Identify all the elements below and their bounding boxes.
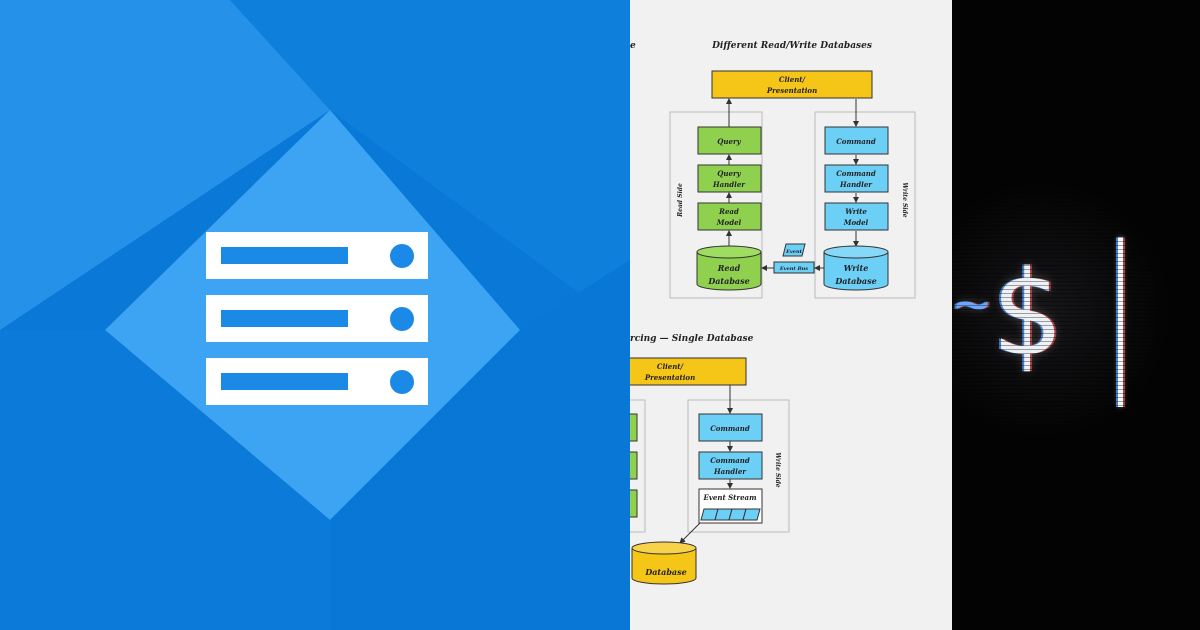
query-handler-line2: Handler xyxy=(712,180,746,189)
command-handler-box xyxy=(824,164,889,193)
server-stack-icon xyxy=(206,232,428,406)
server-unit-bar xyxy=(221,247,348,264)
write-side-container xyxy=(814,111,916,299)
write-side-container-bottom xyxy=(687,399,790,533)
cqrs-diagram-panel: e Different Read/Write Databases Client/… xyxy=(630,0,952,630)
command-handler-line2: Handler xyxy=(839,180,873,189)
event-bus-label: Event Bus xyxy=(779,266,808,272)
write-model-line2: Model xyxy=(843,218,869,227)
database-bottom-label: Database xyxy=(644,567,686,577)
event-stream-label: Event Stream xyxy=(703,493,757,502)
command-handler-box-bottom xyxy=(698,451,763,480)
read-box-partial xyxy=(630,413,638,442)
client-bottom-line1: Client/ xyxy=(657,362,685,371)
read-model-line1: Read xyxy=(718,207,739,216)
read-db-line1: Read xyxy=(717,263,741,273)
client-label-line1: Client/ xyxy=(779,75,807,84)
server-unit-light xyxy=(390,370,414,394)
command-box xyxy=(824,126,889,155)
write-model-box xyxy=(824,202,889,231)
command-label: Command xyxy=(836,137,876,146)
command-handler-bottom-line1: Command xyxy=(710,456,750,465)
read-side-container xyxy=(669,111,763,299)
server-unit-light xyxy=(390,307,414,331)
diagram-title-bottom: rcing — Single Database xyxy=(630,334,754,344)
server-unit xyxy=(206,358,428,405)
write-db-line2: Database xyxy=(834,276,876,286)
command-handler-bottom-line2: Handler xyxy=(713,467,747,476)
write-side-label-bottom: Write Side xyxy=(774,452,781,487)
write-model-line1: Write xyxy=(845,207,867,216)
terminal-cursor xyxy=(1118,237,1123,407)
event-stream-cells xyxy=(700,508,761,521)
client-box-bottom xyxy=(630,357,747,386)
terminal-panel: ~$ xyxy=(952,0,1200,630)
tilde-symbol: ~ xyxy=(954,269,991,339)
read-box-partial xyxy=(630,489,638,518)
cqrs-diagram: e Different Read/Write Databases Client/… xyxy=(630,41,916,585)
write-side-label: Write Side xyxy=(901,182,908,217)
read-box-partial xyxy=(630,451,638,480)
read-db-line2: Database xyxy=(707,276,749,286)
database-cylinder-bottom xyxy=(631,541,697,585)
command-bottom-label: Command xyxy=(710,424,750,433)
write-db-line1: Write xyxy=(844,263,869,273)
read-side-label: Read Side xyxy=(677,183,684,218)
server-unit-bar xyxy=(221,373,348,390)
server-panel xyxy=(0,0,630,630)
read-model-line2: Model xyxy=(716,218,742,227)
read-side-container-bottom xyxy=(630,399,646,533)
client-bottom-line2: Presentation xyxy=(644,373,695,382)
diagram-title-top: Different Read/Write Databases xyxy=(711,41,872,51)
background-facets xyxy=(0,0,520,520)
query-label: Query xyxy=(717,137,741,146)
terminal-prompt: ~$ xyxy=(954,238,1061,388)
server-unit-bar xyxy=(221,310,348,327)
left-title-fragment: e xyxy=(630,41,636,51)
server-unit-light xyxy=(390,244,414,268)
read-database-cylinder xyxy=(696,245,762,291)
write-database-cylinder xyxy=(823,245,889,291)
client-box xyxy=(711,70,873,99)
event-label: Event xyxy=(785,249,803,255)
server-unit xyxy=(206,295,428,342)
query-handler-line1: Query xyxy=(717,169,741,178)
server-unit xyxy=(206,232,428,279)
client-label-line2: Presentation xyxy=(766,86,817,95)
dollar-prompt-symbol: $ xyxy=(990,244,1061,382)
screen-glow xyxy=(952,180,1172,440)
event-message xyxy=(782,243,806,257)
command-handler-line1: Command xyxy=(836,169,876,178)
